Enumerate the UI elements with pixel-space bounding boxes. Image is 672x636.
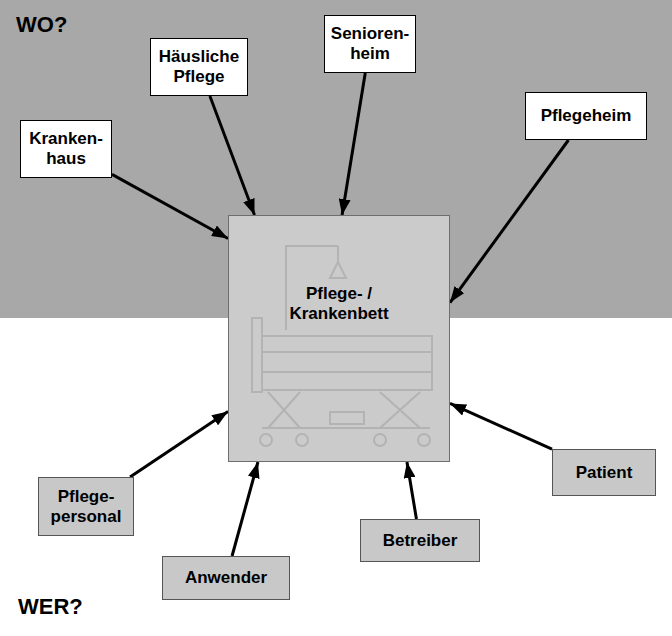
person-box: Betreiber: [360, 519, 480, 562]
node-label: Betreiber: [383, 531, 458, 551]
arrow-connector: [232, 462, 258, 556]
place-box: Senioren- heim: [324, 15, 416, 73]
person-box: Anwender: [162, 556, 290, 600]
section-heading: WER?: [18, 594, 83, 620]
node-label: Patient: [576, 463, 633, 483]
node-label: Häusliche Pflege: [156, 47, 242, 86]
arrow-connector: [450, 403, 552, 449]
trapeze-grip: [330, 246, 346, 278]
headboard: [252, 318, 262, 392]
person-box: Pflege- personal: [38, 477, 134, 536]
chassis: [262, 427, 430, 429]
arrow-connector: [450, 140, 569, 303]
center-box: Pflege- / Krankenbett: [228, 215, 450, 462]
node-label: Senioren- heim: [330, 24, 410, 63]
arrow-connector: [130, 411, 228, 477]
node-label: Anwender: [185, 568, 267, 588]
castor: [418, 434, 430, 446]
person-box: Patient: [552, 449, 656, 496]
scissor-frame: [268, 392, 420, 428]
node-label: Kranken- haus: [26, 129, 106, 168]
castor: [374, 434, 386, 446]
node-label: Pflege- / Krankenbett: [264, 284, 414, 323]
castor: [296, 434, 308, 446]
bed-panel: [228, 215, 450, 462]
node-label: Pflege- personal: [44, 487, 128, 526]
arrow-connector: [112, 174, 228, 238]
section-heading: WO?: [16, 12, 67, 38]
place-box: Häusliche Pflege: [150, 38, 248, 96]
arrow-connector: [210, 96, 255, 215]
motor-box: [330, 412, 364, 424]
bed-illustration: [252, 246, 432, 446]
side-rail: [262, 336, 432, 390]
place-box: Pflegeheim: [525, 92, 647, 140]
place-box: Kranken- haus: [20, 120, 112, 178]
castor: [260, 434, 272, 446]
rail-bars: [262, 352, 432, 372]
arrow-connector: [342, 73, 365, 215]
node-label: Pflegeheim: [541, 106, 632, 126]
arrow-connector: [407, 462, 416, 519]
